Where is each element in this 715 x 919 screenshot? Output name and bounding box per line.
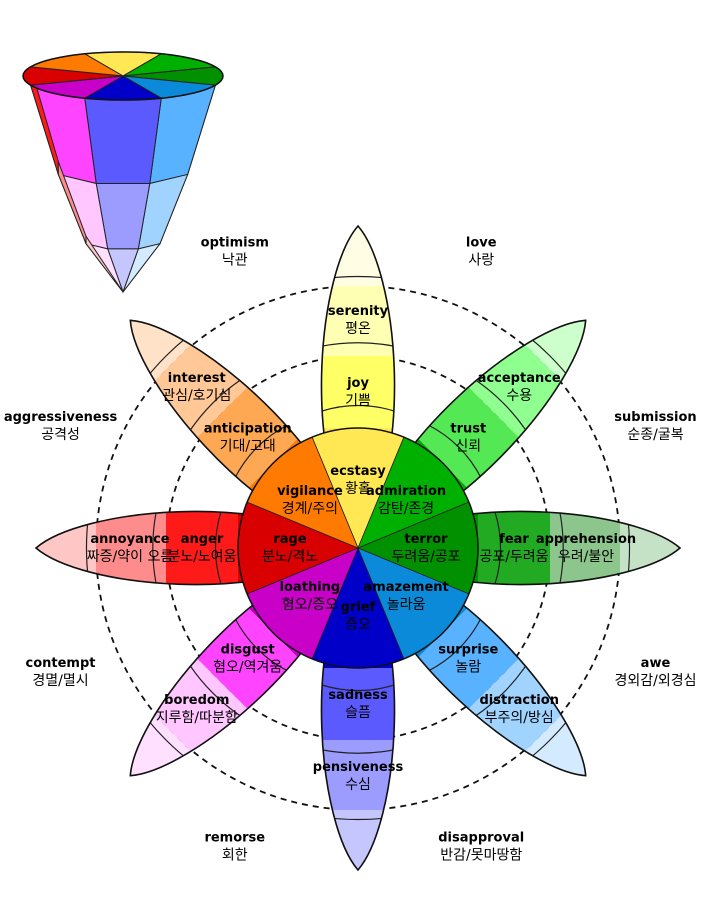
lgreen-secondary-label-ko: 신뢰	[455, 439, 481, 455]
orange-secondary-label-ko: 기대/고대	[220, 439, 276, 455]
dyad-6-label: aggressiveness	[4, 410, 118, 425]
dyad-3-label-ko: 반감/못마땅함	[440, 847, 522, 863]
yellow-band-2	[321, 286, 395, 356]
red-secondary-label: anger	[181, 532, 224, 547]
dyad-5-label-ko: 경멸/멸시	[32, 673, 88, 689]
lgreen-primary-label: admiration	[366, 484, 446, 499]
red-band-3	[36, 511, 96, 585]
blue-primary-label: amazement	[363, 580, 448, 595]
green-primary-label-ko: 두려움/공포	[391, 549, 460, 565]
dyad-2-label: awe	[641, 656, 671, 671]
indigo-primary-label: grief	[341, 600, 376, 615]
cone-side-red-2	[85, 234, 124, 293]
dyad-1-label-ko: 순종/굴복	[627, 427, 683, 443]
magenta-secondary-label: disgust	[221, 642, 275, 657]
blue-secondary-label: surprise	[438, 642, 498, 657]
red-primary-label: rage	[273, 532, 306, 547]
yellow-primary-label: ecstasy	[330, 464, 386, 479]
indigo-tertiary-label-ko: 수심	[345, 777, 371, 793]
blue-secondary-label-ko: 놀람	[455, 659, 481, 675]
yellow-tertiary-label: serenity	[328, 304, 389, 319]
orange-primary-label-ko: 경계/주의	[282, 501, 338, 517]
dyad-1-label: submission	[614, 410, 696, 425]
indigo-band-3	[321, 810, 395, 870]
green-band-2	[550, 511, 620, 585]
blue-tertiary-label: distraction	[479, 693, 558, 708]
yellow-primary-label-ko: 황홀	[345, 481, 371, 497]
green-secondary-label: fear	[499, 532, 529, 547]
dyad-0-label-ko: 사랑	[468, 253, 494, 269]
dyad-7-label: optimism	[201, 236, 269, 251]
cone-rim	[22, 51, 224, 101]
dyad-0-label: love	[466, 236, 497, 251]
red-tertiary-label: annoyance	[90, 532, 169, 547]
center-circle	[237, 427, 479, 669]
orange-tertiary-label: interest	[168, 371, 226, 386]
magenta-secondary-label-ko: 혐오/역겨움	[213, 659, 282, 675]
blue-primary-label-ko: 놀라움	[387, 597, 426, 613]
indigo-secondary-label-ko: 슬픔	[345, 705, 371, 721]
yellow-band-1	[321, 356, 395, 428]
red-primary-label-ko: 분노/격노	[262, 549, 318, 565]
red-band-2	[96, 511, 166, 585]
green-primary-label: terror	[404, 532, 448, 547]
red-secondary-label-ko: 분노/노여움	[167, 549, 236, 565]
lgreen-tertiary-label-ko: 수용	[506, 388, 532, 404]
dyad-4-label-ko: 회한	[222, 847, 248, 863]
yellow-secondary-label-ko: 기쁨	[345, 393, 371, 409]
orange-tertiary-label-ko: 관심/호기심	[162, 388, 231, 404]
red-band-1	[166, 511, 238, 585]
green-tertiary-label-ko: 우려/불안	[558, 549, 614, 565]
green-tertiary-label: apprehension	[536, 532, 636, 547]
green-band-3	[620, 511, 680, 585]
lgreen-primary-label-ko: 감탄/존경	[378, 501, 434, 517]
indigo-primary-label-ko: 증오	[345, 617, 371, 633]
orange-secondary-label: anticipation	[204, 422, 292, 437]
indigo-band-1	[321, 668, 395, 740]
labels-layer: ecstasy 황홀 joy 기쁨 serenity 평온 admiration 감탄/존경 t…	[4, 236, 697, 864]
magenta-tertiary-label-ko: 지루함/따분함	[156, 710, 238, 726]
lgreen-tertiary-label: acceptance	[478, 371, 561, 386]
magenta-primary-label: loathing	[280, 580, 341, 595]
blue-tertiary-label-ko: 부주의/방심	[485, 710, 554, 726]
green-secondary-label-ko: 공포/두려움	[479, 549, 548, 565]
dyad-3-label: disapproval	[438, 830, 524, 845]
center-sectors	[237, 427, 479, 669]
green-band-1	[478, 511, 550, 585]
dyad-7-label-ko: 낙관	[222, 253, 248, 269]
indigo-tertiary-label: pensiveness	[313, 760, 404, 775]
indigo-band-2	[321, 740, 395, 810]
dyad-6-label-ko: 공격성	[41, 427, 80, 443]
dyad-5-label: contempt	[26, 656, 96, 671]
dyad-4-label: remorse	[204, 830, 265, 845]
yellow-band-3	[321, 226, 395, 286]
red-tertiary-label-ko: 짜증/약이 오름	[87, 549, 174, 565]
indigo-secondary-label: sadness	[328, 688, 388, 703]
cone-side-indigo-0	[84, 97, 162, 185]
yellow-tertiary-label-ko: 평온	[345, 321, 371, 337]
dyad-2-label-ko: 경외감/외경심	[614, 673, 696, 689]
orange-primary-label: vigilance	[277, 484, 343, 499]
cone-3d-model	[22, 51, 224, 294]
magenta-primary-label-ko: 혐오/증오	[282, 597, 338, 613]
yellow-secondary-label: joy	[346, 376, 369, 391]
lgreen-secondary-label: trust	[450, 422, 486, 437]
magenta-tertiary-label: boredom	[164, 693, 229, 708]
